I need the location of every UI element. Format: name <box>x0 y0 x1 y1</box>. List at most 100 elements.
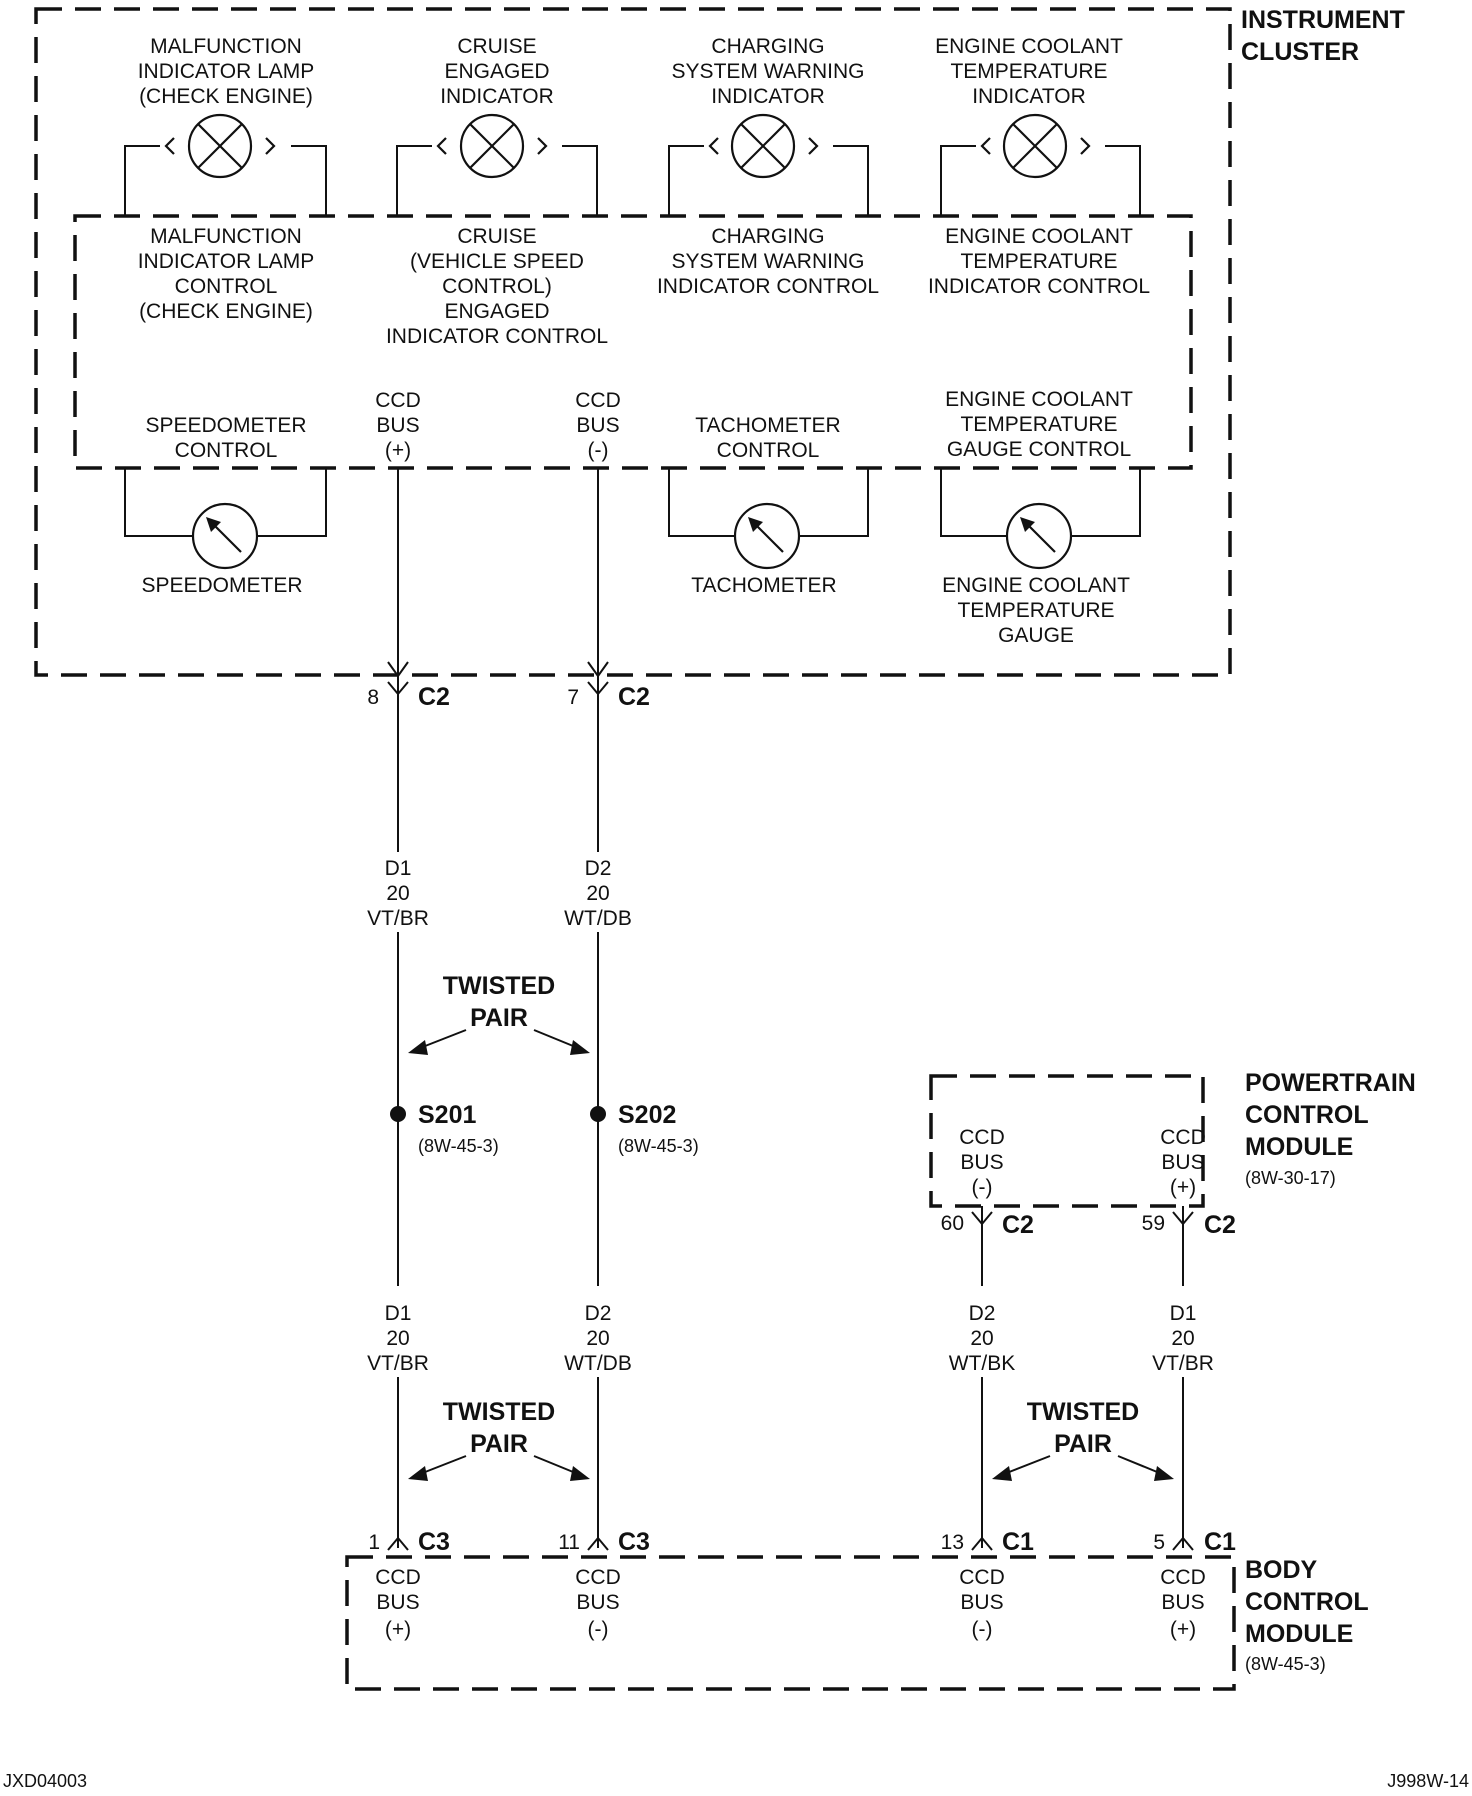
svg-text:BUS: BUS <box>960 1591 1003 1614</box>
lamp-bulb-icon <box>1002 113 1068 179</box>
svg-text:CONTROL: CONTROL <box>175 275 278 298</box>
svg-text:5: 5 <box>1153 1531 1165 1554</box>
arrow-icon <box>1117 1455 1174 1481</box>
instrument-cluster-title: INSTRUMENT CLUSTER <box>1241 6 1405 66</box>
twisted-pair-upper: TWISTED PAIR <box>408 972 590 1055</box>
svg-text:ENGAGED: ENGAGED <box>444 60 549 83</box>
arrow-icon <box>533 1029 590 1055</box>
splice-s202: S202 (8W-45-3) <box>590 1101 699 1156</box>
svg-text:GAUGE: GAUGE <box>998 624 1074 647</box>
svg-text:ENGAGED: ENGAGED <box>444 300 549 323</box>
svg-text:SYSTEM WARNING: SYSTEM WARNING <box>672 250 865 273</box>
svg-text:TWISTED: TWISTED <box>1027 1398 1140 1426</box>
svg-text:PAIR: PAIR <box>1054 1430 1112 1458</box>
svg-text:S201: S201 <box>418 1101 476 1129</box>
svg-text:CRUISE: CRUISE <box>457 225 536 248</box>
svg-text:20: 20 <box>586 1327 609 1350</box>
connector-pcm-c2-pin59: 59 C2 <box>1142 1211 1236 1239</box>
svg-text:C2: C2 <box>618 683 650 711</box>
connector-bcm-c1-pin13: 13 C1 <box>941 1528 1034 1556</box>
svg-text:CONTROL: CONTROL <box>1245 1588 1369 1616</box>
svg-text:TEMPERATURE: TEMPERATURE <box>960 413 1117 436</box>
svg-text:8: 8 <box>367 686 379 709</box>
svg-text:SPEEDOMETER: SPEEDOMETER <box>141 574 302 597</box>
svg-text:INDICATOR CONTROL: INDICATOR CONTROL <box>928 275 1150 298</box>
svg-text:BUS: BUS <box>1161 1151 1204 1174</box>
gauge-meter-icon <box>191 502 259 570</box>
svg-text:S202: S202 <box>618 1101 676 1129</box>
svg-text:ENGINE COOLANT: ENGINE COOLANT <box>942 574 1130 597</box>
svg-text:CHARGING: CHARGING <box>711 225 824 248</box>
wire-label-ic-d2: D2 20 WT/DB <box>560 852 636 932</box>
powertrain-control-module-title: POWERTRAIN CONTROL MODULE (8W-30-17) <box>1245 1069 1416 1188</box>
svg-text:MALFUNCTION: MALFUNCTION <box>150 35 302 58</box>
svg-text:CONTROL: CONTROL <box>1245 1101 1369 1129</box>
svg-text:C3: C3 <box>418 1528 450 1556</box>
svg-text:POWERTRAIN: POWERTRAIN <box>1245 1069 1416 1097</box>
bcm-ccd-bus-minus-c1: CCD BUS (-) <box>959 1566 1005 1641</box>
svg-text:BUS: BUS <box>376 1591 419 1614</box>
cluster-ccd-bus-minus: CCD BUS (-) <box>575 389 621 462</box>
body-control-module-title: BODY CONTROL MODULE (8W-45-3) <box>1245 1556 1369 1674</box>
svg-text:INDICATOR CONTROL: INDICATOR CONTROL <box>657 275 879 298</box>
splice-dot-icon <box>590 1106 606 1122</box>
svg-text:MODULE: MODULE <box>1245 1620 1353 1648</box>
svg-text:MALFUNCTION: MALFUNCTION <box>150 225 302 248</box>
arrow-icon <box>533 1455 590 1481</box>
svg-text:CCD: CCD <box>375 389 421 412</box>
svg-text:TEMPERATURE: TEMPERATURE <box>960 250 1117 273</box>
svg-text:D1: D1 <box>1170 1302 1197 1325</box>
svg-text:(+): (+) <box>1170 1176 1196 1199</box>
svg-text:PAIR: PAIR <box>470 1004 528 1032</box>
svg-text:C2: C2 <box>418 683 450 711</box>
svg-text:VT/BR: VT/BR <box>367 907 429 930</box>
svg-text:C2: C2 <box>1002 1211 1034 1239</box>
connector-c2-pin7: 7 C2 <box>567 661 650 711</box>
svg-text:20: 20 <box>386 882 409 905</box>
wire-label-ic-d1: D1 20 VT/BR <box>360 852 436 932</box>
bcm-ccd-bus-minus-c3: CCD BUS (-) <box>575 1566 621 1641</box>
svg-text:20: 20 <box>1171 1327 1194 1350</box>
svg-text:20: 20 <box>386 1327 409 1350</box>
svg-text:(+): (+) <box>385 1618 411 1641</box>
svg-text:CCD: CCD <box>1160 1126 1206 1149</box>
svg-text:(CHECK ENGINE): (CHECK ENGINE) <box>139 300 313 323</box>
gauge-speedometer: SPEEDOMETER CONTROL SPEEDOMETER <box>124 414 327 597</box>
svg-text:INDICATOR CONTROL: INDICATOR CONTROL <box>386 325 608 348</box>
connector-bcm-c1-pin5: 5 C1 <box>1153 1528 1236 1556</box>
svg-text:CONTROL: CONTROL <box>717 439 820 462</box>
connector-c2-pin8: 8 C2 <box>367 661 450 711</box>
svg-text:CHARGING: CHARGING <box>711 35 824 58</box>
svg-text:TACHOMETER: TACHOMETER <box>695 414 840 437</box>
svg-text:ENGINE COOLANT: ENGINE COOLANT <box>945 225 1133 248</box>
svg-text:(8W-30-17): (8W-30-17) <box>1245 1168 1336 1188</box>
lamp-bulb-icon <box>187 113 253 179</box>
lamp-engine-coolant-temperature: ENGINE COOLANT TEMPERATURE INDICATOR ENG… <box>928 35 1150 298</box>
svg-text:TEMPERATURE: TEMPERATURE <box>950 60 1107 83</box>
svg-text:VT/BR: VT/BR <box>367 1352 429 1375</box>
svg-text:BUS: BUS <box>1161 1591 1204 1614</box>
connector-bcm-c3-pin1: 1 C3 <box>368 1528 450 1556</box>
wire-label-pcm-d1: D1 20 VT/BR <box>1145 1296 1221 1376</box>
twisted-pair-lower-right: TWISTED PAIR <box>992 1398 1174 1481</box>
svg-text:(-): (-) <box>972 1176 993 1199</box>
svg-text:INDICATOR LAMP: INDICATOR LAMP <box>138 250 315 273</box>
footer-left-code: JXD04003 <box>3 1771 87 1791</box>
svg-text:WT/BK: WT/BK <box>949 1352 1016 1375</box>
arrow-icon <box>408 1029 467 1055</box>
pcm-ccd-bus-minus: CCD BUS (-) <box>959 1126 1005 1199</box>
cluster-control-box <box>73 214 1193 470</box>
connector-bcm-c3-pin11: 11 C3 <box>558 1528 650 1556</box>
wire-label-bcm-d1: D1 20 VT/BR <box>360 1296 436 1376</box>
svg-text:13: 13 <box>941 1531 964 1554</box>
svg-text:INDICATOR: INDICATOR <box>711 85 825 108</box>
svg-text:1: 1 <box>368 1531 380 1554</box>
wire-label-bcm-d2: D2 20 WT/DB <box>560 1296 636 1376</box>
svg-text:GAUGE CONTROL: GAUGE CONTROL <box>947 438 1131 461</box>
svg-text:D1: D1 <box>385 857 412 880</box>
svg-text:BODY: BODY <box>1245 1556 1318 1584</box>
footer-right-code: J998W-14 <box>1387 1771 1469 1791</box>
svg-text:TWISTED: TWISTED <box>443 1398 556 1426</box>
bcm-ccd-bus-plus-c1: CCD BUS (+) <box>1160 1566 1206 1641</box>
